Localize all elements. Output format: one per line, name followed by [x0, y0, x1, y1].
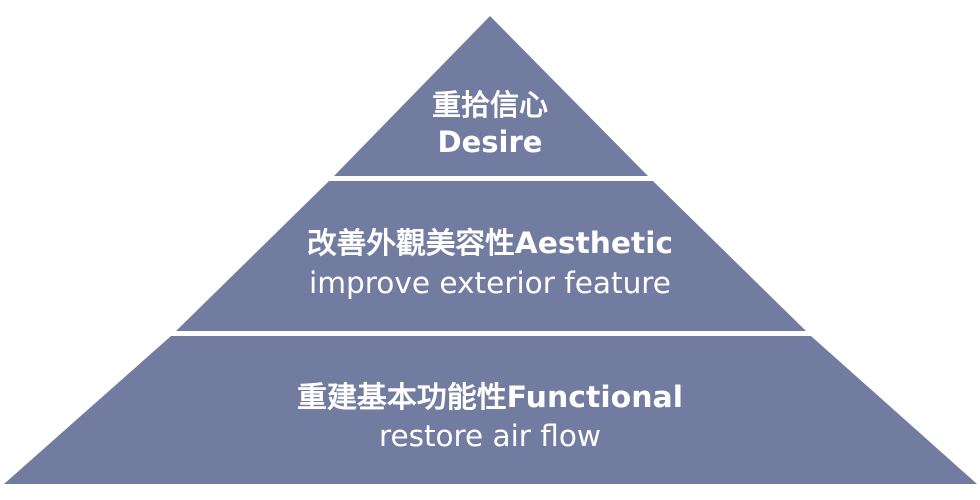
pyramid-tier-bottom	[4, 336, 977, 484]
tier-top-title: 重拾信心	[432, 88, 548, 122]
pyramid-tier-middle	[176, 181, 806, 331]
pyramid-tier-top	[334, 16, 648, 176]
tier-bottom-title: 重建基本功能性Functional	[297, 380, 683, 414]
tier-middle-subtitle: improve exterior feature	[309, 266, 671, 300]
tier-middle-title: 改善外觀美容性Aesthetic	[307, 226, 673, 260]
tier-bottom-subtitle: restore air flow	[379, 419, 601, 453]
tier-top-subtitle: Desire	[438, 125, 543, 159]
